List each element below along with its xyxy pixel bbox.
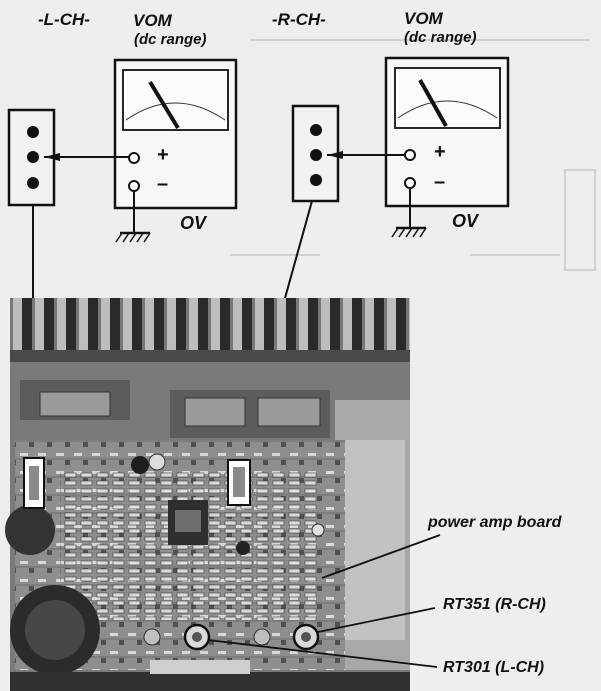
- heat-sink: [10, 298, 410, 358]
- left-meter-needle: [148, 80, 180, 130]
- right-ov-label: OV: [452, 211, 479, 231]
- left-plus-terminal-label: +: [157, 144, 169, 166]
- left-vom-meter: [113, 58, 238, 210]
- right-connector: [291, 104, 340, 203]
- rt301-label: RT301 (L-CH): [443, 659, 545, 676]
- left-ov-label: OV: [180, 213, 207, 233]
- right-plus-terminal-label: +: [434, 141, 446, 163]
- left-minus-terminal-label: –: [157, 173, 169, 195]
- left-vom-range: (dc range): [134, 31, 207, 48]
- amplifier-photo: [5, 298, 410, 691]
- power-amp-board-label: power amp board: [428, 514, 562, 531]
- left-channel-label: -L-CH-: [38, 10, 90, 29]
- callout-leaders: [207, 534, 441, 668]
- right-minus-terminal-label: –: [434, 171, 446, 193]
- rt351-label: RT351 (R-CH): [443, 596, 546, 613]
- right-meter-needle: [418, 79, 448, 127]
- right-vom-title: VOM: [404, 9, 443, 28]
- left-vom-title: VOM: [133, 11, 172, 30]
- right-channel-label: -R-CH-: [272, 10, 326, 29]
- right-vom-meter: [384, 56, 510, 208]
- right-vom-range: (dc range): [404, 29, 477, 46]
